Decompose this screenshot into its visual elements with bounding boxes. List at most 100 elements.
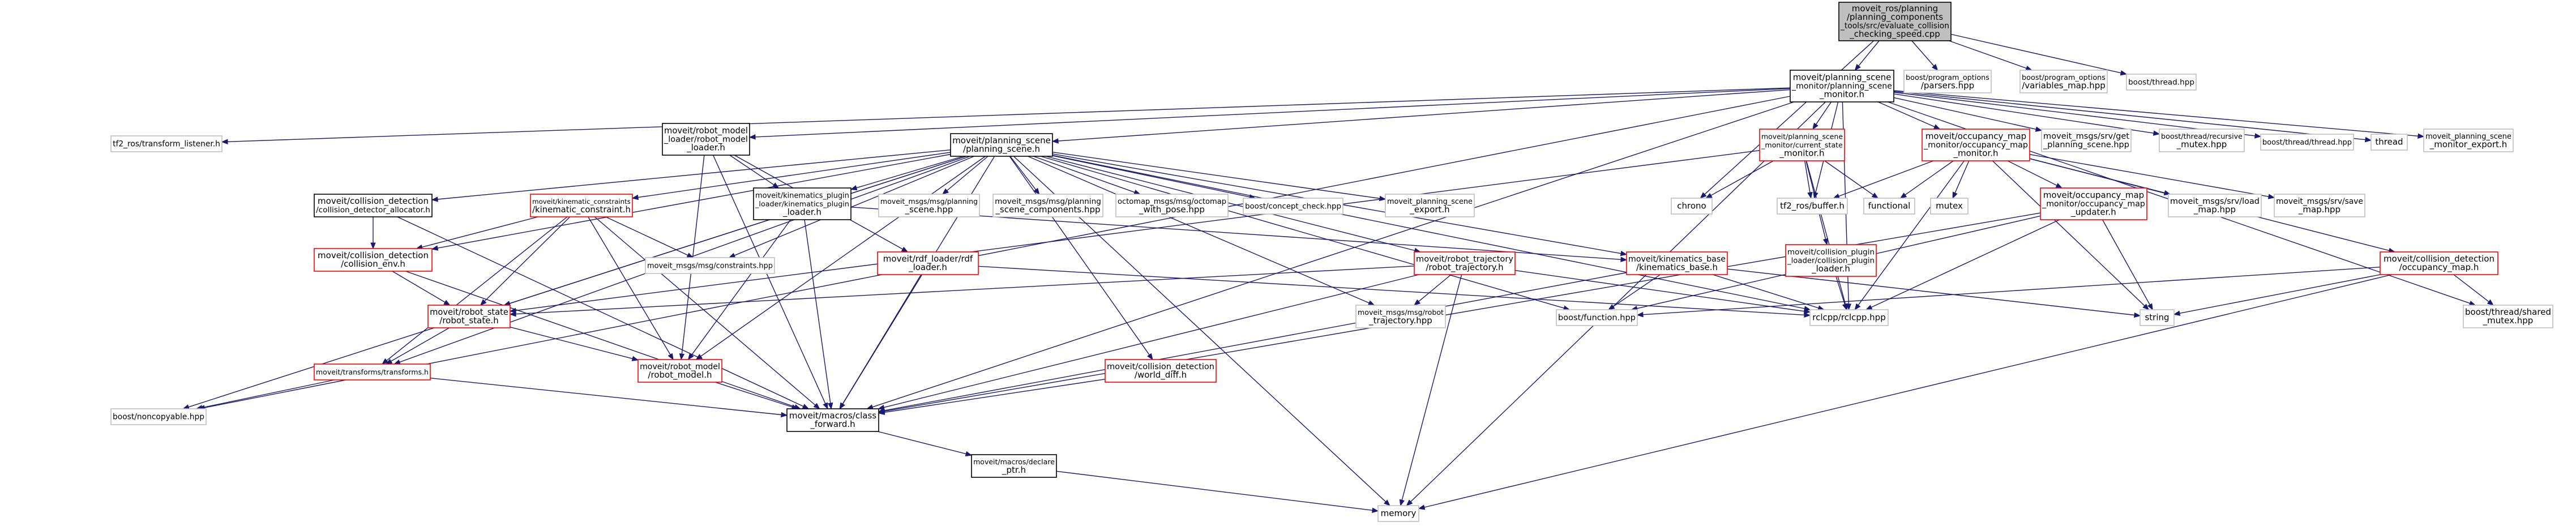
node-label-line: moveit/macros/class xyxy=(789,410,876,421)
include-edge-cpl-to-rclcpp xyxy=(1835,276,1847,311)
node-cd_om[interactable]: moveit/collision_detection/occupancy_map… xyxy=(2380,251,2498,275)
arrowhead xyxy=(631,194,639,200)
arrowhead xyxy=(1413,299,1421,306)
node-label-line: _map.hpp xyxy=(2193,204,2236,215)
node-om[interactable]: moveit/occupancy_map_monitor/occupancy_m… xyxy=(1922,129,2030,161)
node-root[interactable]: moveit_ros/planning/planning_components_… xyxy=(1838,2,1952,41)
node-label-line: moveit/kinematics_base xyxy=(1628,255,1726,264)
node-label-line: _loader/kinematics_plugin xyxy=(755,200,849,209)
node-label-line: _scene.hpp xyxy=(905,204,953,215)
node-box xyxy=(1759,129,1845,161)
node-label-line: moveit_ros/planning xyxy=(1852,3,1938,14)
include-edge-ps-to-cd_alloc xyxy=(431,149,951,202)
arrowhead xyxy=(2267,194,2275,199)
edges-layer xyxy=(182,33,2494,513)
node-box xyxy=(314,248,433,272)
node-label-line: moveit/planning_scene xyxy=(1761,132,1843,141)
include-edge-root-to-po_parsers xyxy=(1911,40,1939,71)
arrowhead xyxy=(2173,310,2181,316)
node-box xyxy=(530,194,633,217)
node-label-line: _mutex.hpp xyxy=(2483,315,2534,326)
node-label-line: moveit/rdf_loader/rdf xyxy=(883,254,973,264)
node-label-line: _planning_scene.hpp xyxy=(2043,140,2129,149)
node-rml[interactable]: moveit/robot_model_loader/robot_model_lo… xyxy=(662,123,750,156)
arrowhead xyxy=(1865,305,1873,310)
arrowhead xyxy=(1812,122,1818,130)
node-cpl[interactable]: moveit/collision_plugin_loader/collision… xyxy=(1785,244,1877,277)
node-box xyxy=(2380,251,2498,275)
node-label-line: moveit/collision_detection xyxy=(2384,254,2494,264)
node-label-line: /kinematics_base.h xyxy=(1636,262,1718,273)
arrowhead xyxy=(1379,195,1387,202)
arrowhead xyxy=(667,353,674,361)
include-edge-rt-to-robot_state xyxy=(509,266,1415,317)
node-kc[interactable]: moveit/kinematic_constraints/kinematic_c… xyxy=(530,194,633,217)
node-csm[interactable]: moveit/planning_scene_monitor/current_st… xyxy=(1759,129,1845,161)
node-label-line: _loader.h xyxy=(1811,264,1850,275)
node-kpl[interactable]: moveit/kinematics_plugin_loader/kinemati… xyxy=(753,187,851,220)
node-class_fwd[interactable]: moveit/macros/class_forward.h xyxy=(786,408,879,432)
node-label-line: boost/noncopyable.hpp xyxy=(113,413,204,422)
arrowhead xyxy=(813,403,820,409)
node-label-line: moveit/collision_detection xyxy=(1107,362,1214,371)
node-rt[interactable]: moveit/robot_trajectory/robot_trajectory… xyxy=(1414,251,1516,275)
include-edge-omu-to-rclcpp xyxy=(1865,219,2060,310)
node-label-line: moveit/robot_model xyxy=(640,362,720,371)
node-ps_export: moveit_planning_scene_export.h xyxy=(1385,194,1475,217)
arrowhead xyxy=(509,311,516,317)
include-edge-rml-to-class_fwd xyxy=(712,155,828,410)
include-edge-om-to-save_map xyxy=(2029,154,2275,199)
node-srdf[interactable]: moveit/rdf_loader/rdf_loader.h xyxy=(877,251,979,275)
node-cd_env[interactable]: moveit/collision_detection/collision_env… xyxy=(314,248,433,272)
node-declare_ptr[interactable]: moveit/macros/declare_ptr.h xyxy=(971,454,1057,478)
node-omu[interactable]: moveit/occupancy_map_monitor/occupancy_m… xyxy=(2040,187,2147,220)
include-edge-ps-to-ps_msg xyxy=(942,156,989,195)
arrowhead xyxy=(1804,312,1811,318)
nodes-layer: moveit_ros/planning/planning_components_… xyxy=(110,2,2553,522)
node-label-line: _updater.h xyxy=(2070,207,2116,218)
node-label-line: /world_diff.h xyxy=(1135,370,1187,380)
node-label-line: /occupancy_map.h xyxy=(2399,262,2479,273)
node-rec_mutex: boost/thread/recursive_mutex.hpp xyxy=(2159,129,2245,152)
node-box xyxy=(971,454,1057,478)
node-label-line: moveit/robot_state xyxy=(430,307,508,317)
node-label-line: /collision_env.h xyxy=(341,259,405,270)
include-edge-srdf-to-class_fwd xyxy=(839,274,922,410)
arrowhead xyxy=(1933,124,1941,130)
arrowhead xyxy=(1700,192,1707,199)
node-box xyxy=(1809,309,1889,326)
include-edge-robot_model-to-class_fwd xyxy=(714,382,799,410)
node-label-line: boost/program_options xyxy=(2022,74,2106,82)
arrowhead xyxy=(839,402,845,410)
node-psm[interactable]: moveit/planning_scene_monitor/planning_s… xyxy=(1790,70,1894,102)
node-label-line: _monitor/current_state xyxy=(1761,141,1843,149)
arrowhead xyxy=(878,404,885,410)
arrowhead xyxy=(1607,304,1615,310)
node-robot_state[interactable]: moveit/robot_state/robot_state.h xyxy=(427,305,511,328)
arrowhead xyxy=(1807,191,1813,199)
node-function: boost/function.hpp xyxy=(1556,309,1638,326)
node-box xyxy=(878,194,980,217)
node-box xyxy=(662,123,750,156)
node-kb[interactable]: moveit/kinematics_base/kinematics_base.h xyxy=(1626,251,1728,275)
node-ps[interactable]: moveit/planning_scene/planning_scene.h xyxy=(950,133,1053,157)
node-box xyxy=(1105,359,1217,383)
node-label-line: _loader.h xyxy=(686,143,725,153)
node-thread: boost/thread.hpp xyxy=(2126,74,2197,91)
include-edge-kc-to-transforms xyxy=(382,216,568,365)
include-edge-cd_alloc-to-cd_env xyxy=(370,216,376,250)
include-edge-psm-to-psm_export xyxy=(1893,90,2425,139)
include-edge-om-to-string xyxy=(1992,160,2150,310)
node-chrono: chrono xyxy=(1671,198,1713,215)
arrowhead xyxy=(748,134,756,140)
node-label-line: moveit/robot_model xyxy=(664,126,748,136)
node-tf2_listener: tf2_ros/transform_listener.h xyxy=(110,135,222,152)
node-po_vars: boost/program_options/variables_map.hpp xyxy=(2019,70,2108,93)
node-cd_alloc[interactable]: moveit/collision_detection/collision_det… xyxy=(314,194,433,217)
node-cd_world_diff[interactable]: moveit/collision_detection/world_diff.h xyxy=(1105,359,1217,383)
node-box xyxy=(645,257,775,274)
node-label-line: boost/program_options xyxy=(1906,74,1989,82)
node-transforms[interactable]: moveit/transforms/transforms.h xyxy=(314,364,431,380)
node-robot_model[interactable]: moveit/robot_model/robot_model.h xyxy=(637,359,722,383)
node-label-line: _checking_speed.cpp xyxy=(1849,29,1940,40)
